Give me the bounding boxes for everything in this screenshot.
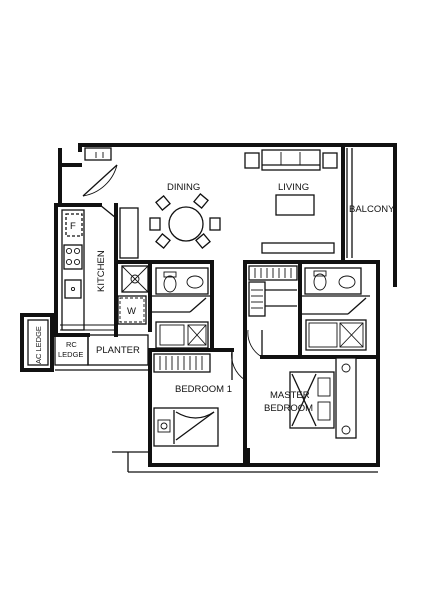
master-bed-icon [289, 357, 357, 439]
label-master-line2: BEDROOM [264, 403, 313, 414]
label-balcony: BALCONY [349, 204, 395, 215]
balcony-sliding-door [346, 148, 353, 258]
label-fridge: F [70, 221, 76, 232]
entry-step [84, 147, 112, 161]
entrance-door-icon [82, 164, 118, 197]
master-wardrobe [248, 265, 298, 317]
common-bath-fixtures [121, 265, 212, 349]
sofa-icon [244, 149, 338, 171]
label-rc-line2: LEDGE [58, 350, 83, 359]
tv-console-icon [261, 242, 335, 254]
label-living: LIVING [278, 182, 309, 193]
label-rc-line1: RC [66, 340, 77, 349]
master-bath-fixtures [300, 267, 370, 351]
label-ac-ledge: AC LEDGE [34, 326, 43, 364]
label-planter: PLANTER [96, 345, 140, 356]
coffee-table-icon [275, 194, 315, 216]
label-washer: W [127, 306, 136, 317]
dining-table-icon [149, 193, 221, 249]
label-bedroom1: BEDROOM 1 [175, 384, 232, 395]
label-kitchen: KITCHEN [96, 250, 107, 292]
bedroom1-bed-icon [153, 407, 219, 447]
label-master-line1: MASTER [270, 390, 310, 401]
kitchen-fixtures [60, 207, 147, 331]
label-dining: DINING [167, 182, 200, 193]
bedroom1-wardrobe [153, 353, 211, 373]
